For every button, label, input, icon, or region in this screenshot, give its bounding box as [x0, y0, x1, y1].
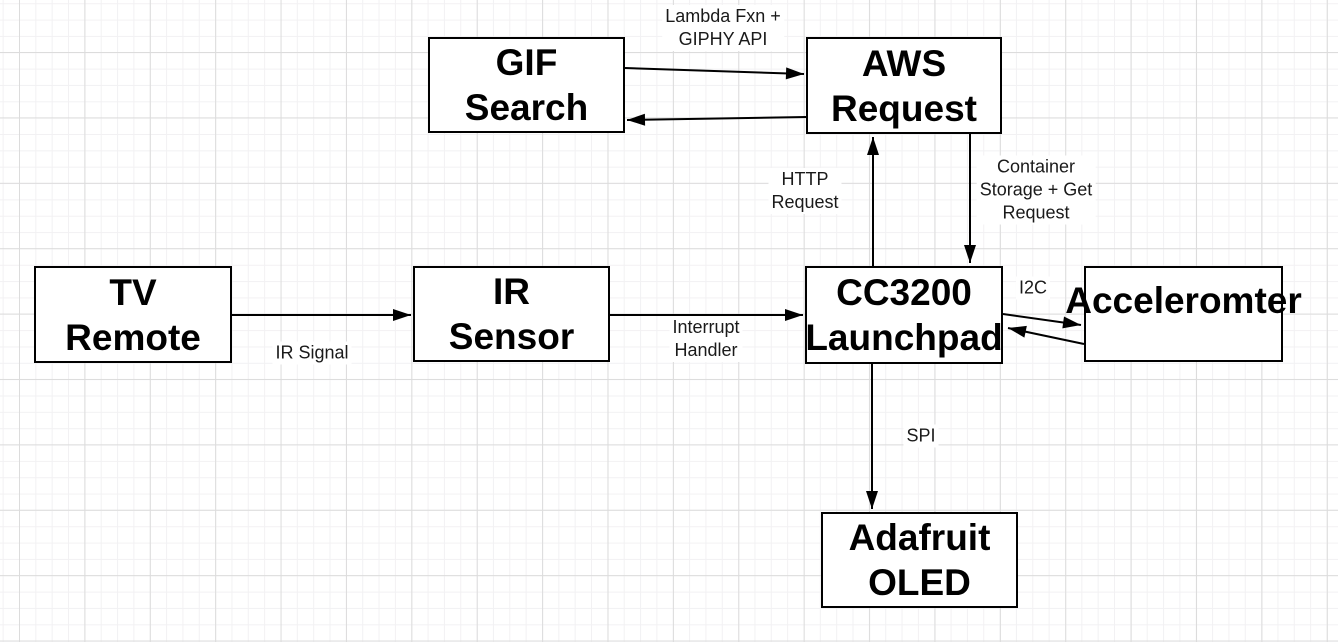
- node-ir-sensor-label: IR Sensor: [448, 271, 575, 357]
- node-cc3200-launchpad[interactable]: CC3200 Launchpad: [805, 266, 1003, 364]
- edge-label-spi[interactable]: SPI: [903, 424, 939, 448]
- node-gif-search[interactable]: GIF Search: [428, 37, 625, 133]
- edge-label-lambda-giphy[interactable]: Lambda Fxn + GIPHY API: [662, 5, 784, 51]
- node-aws-request[interactable]: AWS Request: [806, 37, 1002, 134]
- node-cc3200-launchpad-label: CC3200 Launchpad: [805, 272, 1003, 358]
- node-accelerometer[interactable]: Acceleromter: [1065, 266, 1302, 362]
- node-ir-sensor[interactable]: IR Sensor: [413, 266, 610, 362]
- node-aws-request-label: AWS Request: [831, 42, 977, 129]
- node-adafruit-oled-label: Adafruit OLED: [848, 517, 991, 603]
- edge-label-container-storage[interactable]: Container Storage + Get Request: [976, 155, 1096, 225]
- edge-label-interrupt-handler[interactable]: Interrupt Handler: [669, 316, 743, 362]
- node-accelerometer-label: Acceleromter: [1065, 280, 1302, 321]
- edge-aws-request-to-gif-search[interactable]: [626, 113, 807, 126]
- node-tv-remote[interactable]: TV Remote: [34, 266, 232, 363]
- edge-label-ir-signal[interactable]: IR Signal: [272, 341, 352, 365]
- node-adafruit-oled[interactable]: Adafruit OLED: [821, 512, 1018, 608]
- node-tv-remote-label: TV Remote: [65, 271, 201, 358]
- edge-cc3200-to-accelerometer[interactable]: [1002, 313, 1082, 329]
- node-gif-search-label: GIF Search: [464, 42, 589, 128]
- edge-label-http-request[interactable]: HTTP Request: [768, 168, 842, 214]
- edge-label-i2c[interactable]: I2C: [1015, 276, 1051, 300]
- edge-accelerometer-to-cc3200[interactable]: [1007, 325, 1085, 345]
- edge-gif-search-to-aws-request[interactable]: [624, 67, 805, 80]
